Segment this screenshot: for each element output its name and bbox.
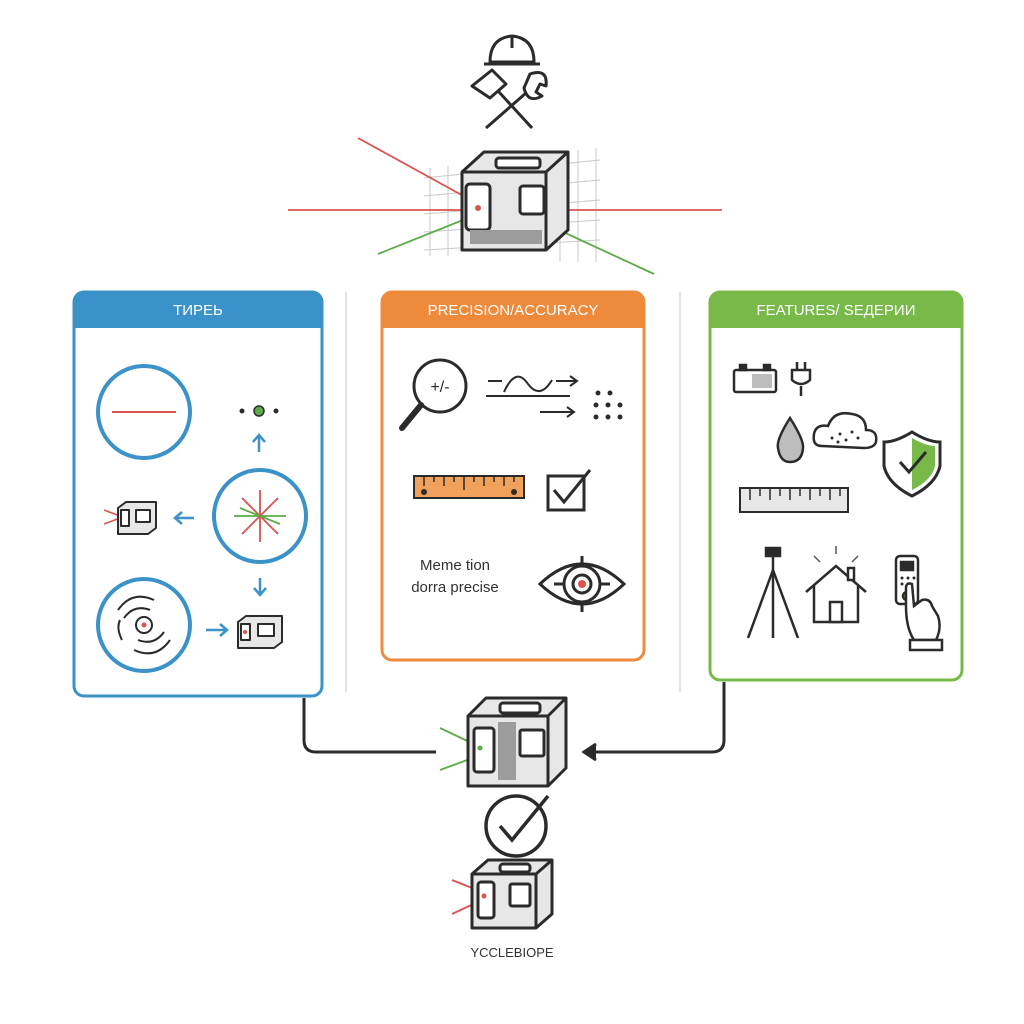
cross-line-circle-icon	[212, 468, 308, 564]
laser-level-icon	[451, 858, 554, 930]
features-panel: FEATURES/ ЅЕДЕРИИ	[708, 290, 964, 682]
arrow-left	[173, 511, 194, 525]
precision-note-line1: Meme tion	[420, 557, 490, 574]
dot-grid-icon	[593, 390, 623, 420]
check-circle-icon	[484, 794, 550, 858]
arrow-up	[252, 433, 266, 452]
wave-arrow-icon	[486, 375, 579, 418]
remote-control-icon	[894, 554, 944, 652]
dust-cloud-icon	[812, 412, 878, 450]
small-laser-level-icon	[237, 615, 283, 649]
dot-pattern-icon	[239, 405, 279, 417]
connector-right	[581, 682, 726, 762]
types-panel: ТИРЕЬ	[72, 290, 324, 698]
magnifier-plus-minus-icon: +/-	[399, 358, 468, 431]
bottom-label: YCCLEBIOPE	[470, 945, 553, 960]
precision-note-line2: dorra precise	[411, 579, 499, 596]
precision-panel: PRECISION/ACCURACY +/-	[380, 290, 646, 662]
arrow-down	[253, 578, 267, 597]
ruler-icon	[413, 475, 525, 499]
svg-text:+/-: +/-	[430, 379, 449, 396]
connector-left	[302, 698, 436, 754]
hard-hat-icon	[484, 34, 540, 66]
rotary-circle-icon	[96, 577, 192, 673]
measuring-tape-icon	[739, 487, 849, 513]
tripod-icon	[746, 546, 800, 639]
house-icon	[805, 546, 867, 624]
precision-panel-title: PRECISION/ACCURACY	[428, 302, 599, 319]
horizontal-line-circle-icon	[96, 364, 192, 460]
water-drop-icon	[776, 415, 805, 464]
laser-level-icon	[439, 696, 568, 788]
small-laser-level-icon	[103, 501, 157, 535]
checkbox-icon	[546, 469, 592, 512]
laser-level-icon	[460, 150, 570, 252]
arrow-right	[206, 623, 229, 637]
features-panel-title: FEATURES/ ЅЕДЕРИИ	[757, 302, 916, 319]
plug-icon	[790, 362, 812, 396]
hammer-icon	[470, 68, 534, 130]
battery-icon	[732, 363, 778, 394]
shield-check-icon	[882, 430, 942, 498]
target-eye-icon	[537, 556, 627, 612]
types-panel-title: ТИРЕЬ	[173, 302, 223, 319]
wrench-icon	[485, 71, 548, 130]
